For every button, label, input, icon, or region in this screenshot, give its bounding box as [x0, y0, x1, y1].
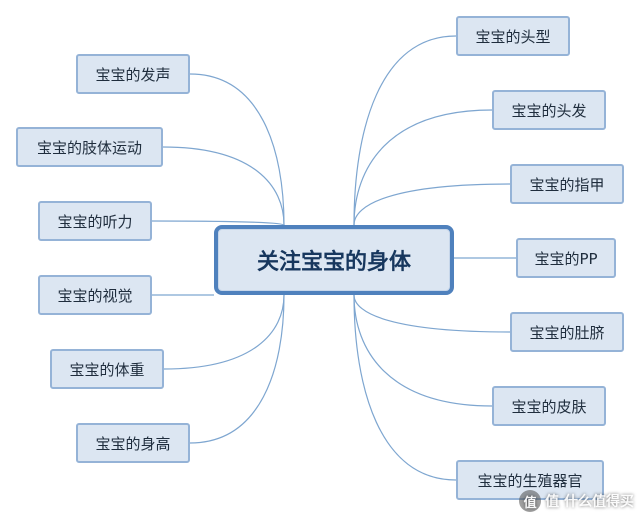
branch-label: 宝宝的发声 — [95, 65, 171, 84]
branch-label: 宝宝的头型 — [475, 27, 551, 46]
branch-node-right-2: 宝宝的指甲 — [510, 164, 624, 204]
branch-label: 宝宝的身高 — [95, 434, 171, 453]
branch-node-left-2: 宝宝的听力 — [38, 201, 152, 241]
connector-line — [162, 146, 285, 226]
branch-node-right-4: 宝宝的肚脐 — [510, 312, 624, 352]
branch-node-left-5: 宝宝的身高 — [76, 423, 190, 463]
branch-node-right-5: 宝宝的皮肤 — [492, 386, 606, 426]
connector-line — [353, 35, 457, 226]
connector-line — [189, 73, 285, 226]
branch-label: 宝宝的指甲 — [529, 175, 605, 194]
branch-label: 宝宝的肢体运动 — [36, 138, 142, 157]
watermark-text: 值 什么值得买 — [545, 494, 634, 510]
branch-label: 宝宝的PP — [534, 249, 598, 268]
connector-line — [353, 294, 457, 481]
branch-node-right-1: 宝宝的头发 — [492, 90, 606, 130]
watermark: 值 值 什么值得买 — [519, 490, 634, 512]
central-topic-label: 关注宝宝的身体 — [256, 250, 411, 275]
branch-node-left-1: 宝宝的肢体运动 — [16, 127, 163, 167]
branch-label: 宝宝的头发 — [511, 101, 587, 120]
zhi-logo-icon: 值 — [519, 490, 542, 512]
branch-node-left-0: 宝宝的发声 — [76, 54, 190, 94]
branch-label: 宝宝的皮肤 — [511, 397, 587, 416]
branch-label: 宝宝的肚脐 — [529, 323, 605, 342]
branch-node-left-4: 宝宝的体重 — [50, 349, 164, 389]
branch-label: 宝宝的生殖器官 — [477, 471, 583, 490]
branch-node-right-3: 宝宝的PP — [516, 238, 616, 278]
connector-line — [151, 220, 285, 226]
branch-node-right-0: 宝宝的头型 — [456, 16, 570, 56]
connector-line — [353, 294, 511, 333]
connector-line — [163, 294, 285, 370]
branch-label: 宝宝的视觉 — [57, 286, 133, 305]
branch-label: 宝宝的体重 — [69, 360, 145, 379]
branch-label: 宝宝的听力 — [57, 212, 133, 231]
connector-line — [353, 109, 493, 226]
connector-line — [189, 294, 285, 444]
connector-line — [353, 183, 511, 226]
connector-line — [353, 294, 493, 407]
branch-node-left-3: 宝宝的视觉 — [38, 275, 152, 315]
central-topic: 关注宝宝的身体 — [214, 225, 454, 295]
